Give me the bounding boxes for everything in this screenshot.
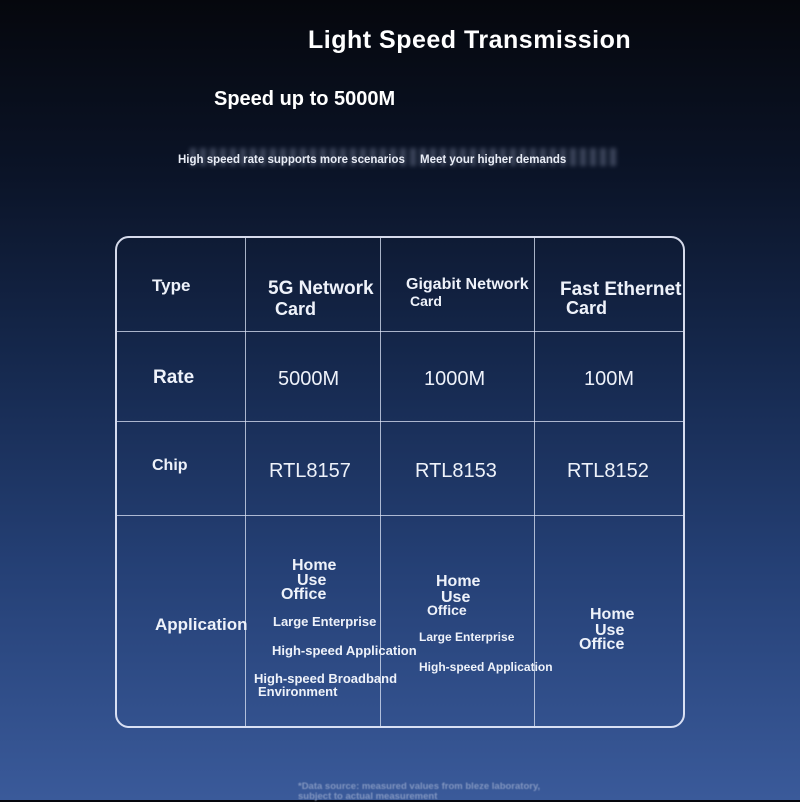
tagline-right: Meet your higher demands <box>420 154 567 166</box>
footnote-line: *Data source: measured values from bleze… <box>298 781 541 792</box>
comparison-table: Type Rate Chip Application 5G Network Ca… <box>115 236 685 728</box>
blurred-caption-decoration <box>190 148 620 166</box>
type-gigabit-line1: Gigabit Network <box>406 276 529 293</box>
app-fast-item: Office <box>579 636 625 653</box>
row-label-application: Application <box>155 615 248 634</box>
page-title: Light Speed Transmission <box>308 26 632 54</box>
app-5g-item: High-speed Broadband <box>254 671 398 686</box>
app-gigabit-item: High-speed Application <box>419 660 553 674</box>
chip-gigabit: RTL8153 <box>415 460 497 482</box>
app-gigabit-item: Home <box>436 573 481 590</box>
type-5g-line1: 5G Network <box>268 278 374 299</box>
type-fast-line1: Fast Ethernet <box>560 279 682 300</box>
row-divider <box>117 515 683 516</box>
app-gigabit-item: Use <box>441 589 471 606</box>
chip-fast: RTL8152 <box>567 460 649 482</box>
rate-gigabit: 1000M <box>424 368 486 390</box>
row-label-type: Type <box>152 276 191 295</box>
type-fast-line2: Card <box>566 298 608 318</box>
row-divider <box>117 331 683 332</box>
page-subtitle: Speed up to 5000M <box>214 88 396 110</box>
row-label-chip: Chip <box>152 457 188 474</box>
column-divider <box>534 238 535 726</box>
row-label-rate: Rate <box>153 367 195 388</box>
app-gigabit-item: Office <box>427 602 467 618</box>
type-5g-line2: Card <box>275 299 317 319</box>
rate-5g: 5000M <box>278 368 340 390</box>
app-gigabit-item: Large Enterprise <box>419 630 515 644</box>
app-5g-item: Home <box>292 557 337 574</box>
app-5g-item: Environment <box>258 684 338 699</box>
app-fast-item: Use <box>595 622 625 639</box>
app-5g-item: Use <box>297 572 327 589</box>
column-divider <box>245 238 246 726</box>
app-5g-item: Large Enterprise <box>273 614 377 629</box>
app-fast-item: Home <box>590 606 635 623</box>
column-divider <box>380 238 381 726</box>
rate-fast: 100M <box>584 368 635 390</box>
type-gigabit-line2: Card <box>410 293 442 309</box>
app-5g-item: Office <box>281 586 327 603</box>
chip-5g: RTL8157 <box>269 460 351 482</box>
footnote: *Data source: measured values from bleze… <box>298 782 540 802</box>
app-5g-item: High-speed Application <box>272 643 417 658</box>
tagline-left: High speed rate supports more scenarios <box>178 154 405 166</box>
row-divider <box>117 421 683 422</box>
footnote-line: subject to actual measurement <box>298 791 438 802</box>
